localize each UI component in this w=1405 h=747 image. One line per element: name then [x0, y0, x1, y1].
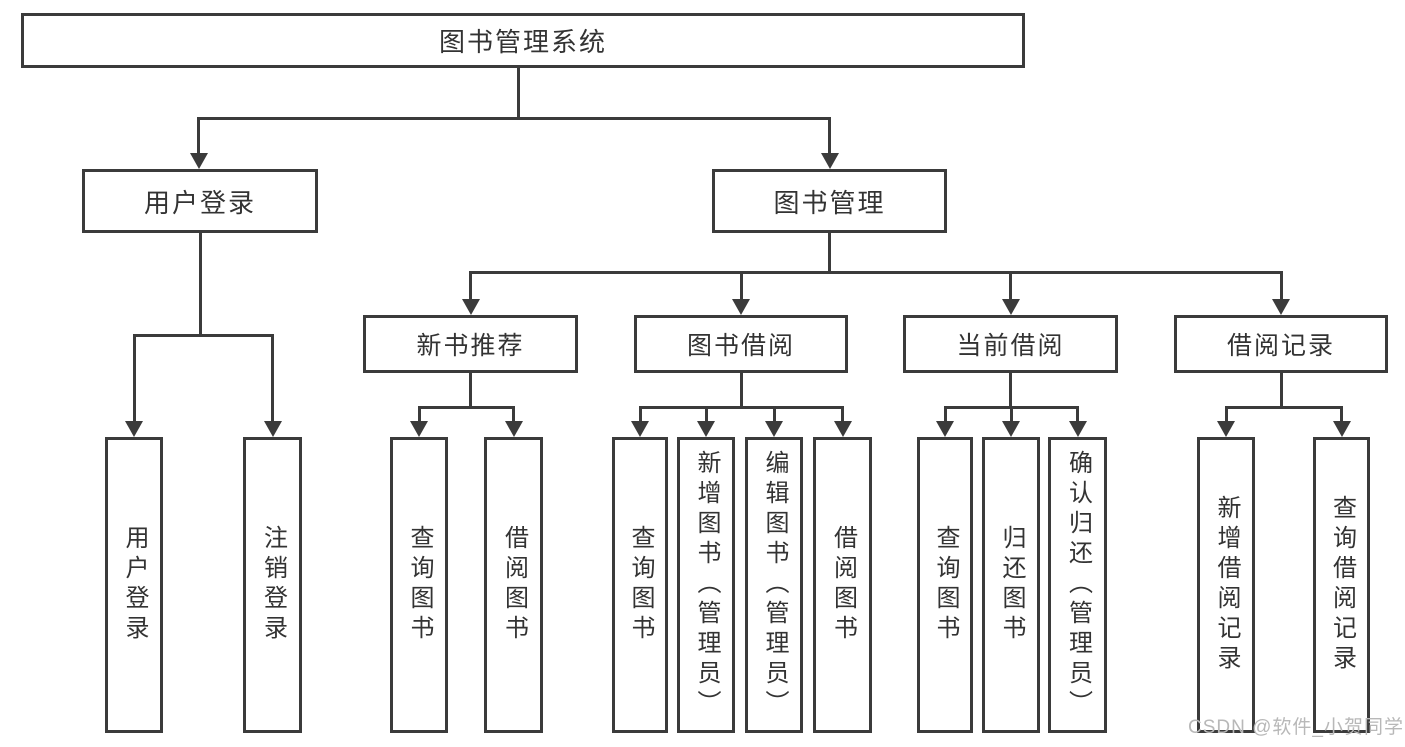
connector-line	[197, 117, 831, 120]
node-current-borrowing: 当前借阅	[903, 315, 1118, 373]
connector-line	[1224, 406, 1343, 409]
node-root-label: 图书管理系统	[438, 27, 607, 57]
connector-line	[1340, 406, 1343, 423]
leaf-query-books-1: 查询图书	[390, 437, 448, 733]
connector-line	[132, 334, 274, 337]
connector-line	[739, 271, 743, 301]
connector-line	[638, 406, 642, 423]
leaf-add-borrow-record: 新增借阅记录	[1197, 437, 1255, 733]
connector-line	[132, 334, 136, 423]
connector-line	[1009, 271, 1012, 301]
connector-line	[943, 406, 947, 423]
node-user-login: 用户登录	[82, 169, 318, 233]
connector-line	[638, 406, 844, 409]
arrowhead-icon	[833, 421, 852, 437]
connector-line	[828, 118, 831, 156]
leaf-return-books-label: 归还图书	[998, 525, 1025, 645]
leaf-borrow-books-1-label: 借阅图书	[500, 525, 528, 645]
arrowhead-icon	[697, 421, 715, 437]
leaf-add-books-admin-label: 新增图书（管理员）	[693, 450, 720, 720]
arrowhead-icon	[125, 421, 143, 437]
leaf-logout: 注销登录	[243, 437, 302, 733]
leaf-confirm-return-admin-label: 确认归还（管理员）	[1064, 450, 1092, 720]
node-user-login-label: 用户登录	[143, 187, 256, 218]
arrowhead-icon	[263, 421, 282, 437]
connector-line	[417, 406, 515, 409]
connector-line	[469, 271, 472, 301]
connector-line	[1224, 406, 1228, 423]
connector-line	[469, 373, 472, 409]
connector-line	[417, 406, 421, 423]
arrowhead-icon	[1002, 421, 1020, 437]
connector-line	[1279, 271, 1283, 301]
connector-line	[841, 406, 844, 423]
leaf-borrow-books-2-label: 借阅图书	[829, 525, 857, 645]
arrowhead-icon	[765, 421, 783, 437]
connector-line	[517, 68, 520, 118]
arrowhead-icon	[410, 421, 428, 437]
arrowhead-icon	[936, 421, 954, 437]
arrowhead-icon	[631, 421, 649, 437]
node-current-borrowing-label: 当前借阅	[956, 332, 1065, 360]
arrowhead-icon	[189, 153, 208, 169]
connector-line	[828, 233, 831, 274]
connector-line	[704, 406, 708, 423]
node-borrowing-records: 借阅记录	[1174, 315, 1388, 373]
leaf-user-login: 用户登录	[105, 437, 163, 733]
leaf-query-books-3-label: 查询图书	[932, 525, 959, 645]
leaf-borrow-books-1: 借阅图书	[484, 437, 543, 733]
node-root: 图书管理系统	[21, 13, 1025, 68]
node-book-management-label: 图书管理	[773, 187, 886, 218]
leaf-borrow-books-2: 借阅图书	[813, 437, 872, 733]
leaf-return-books: 归还图书	[982, 437, 1040, 733]
arrowhead-icon	[1001, 299, 1020, 315]
connector-line	[1009, 373, 1012, 409]
leaf-query-books-2-label: 查询图书	[627, 525, 654, 645]
connector-line	[197, 118, 200, 156]
leaf-query-borrow-record-label: 查询借阅记录	[1328, 495, 1356, 675]
node-book-management: 图书管理	[712, 169, 947, 233]
leaf-edit-books-admin: 编辑图书（管理员）	[745, 437, 803, 733]
connector-line	[1279, 373, 1283, 409]
leaf-query-borrow-record: 查询借阅记录	[1313, 437, 1370, 733]
leaf-query-books-3: 查询图书	[917, 437, 973, 733]
leaf-logout-label: 注销登录	[259, 525, 287, 645]
connector-line	[739, 373, 743, 409]
connector-line	[469, 271, 1282, 274]
arrowhead-icon	[1068, 421, 1087, 437]
leaf-add-borrow-record-label: 新增借阅记录	[1213, 495, 1240, 675]
arrowhead-icon	[1332, 421, 1351, 437]
node-new-book-recommend-label: 新书推荐	[416, 332, 525, 360]
leaf-query-books-2: 查询图书	[612, 437, 668, 733]
node-new-book-recommend: 新书推荐	[363, 315, 578, 373]
arrowhead-icon	[1272, 299, 1290, 315]
connector-line	[772, 406, 776, 423]
leaf-query-books-1-label: 查询图书	[406, 525, 433, 645]
arrowhead-icon	[732, 299, 750, 315]
leaf-user-login-label: 用户登录	[121, 525, 148, 645]
connector-line	[198, 233, 202, 336]
connector-line	[1009, 406, 1013, 423]
leaf-add-books-admin: 新增图书（管理员）	[677, 437, 735, 733]
connector-line	[1076, 406, 1079, 423]
connector-line	[271, 334, 274, 423]
node-book-borrowing-label: 图书借阅	[686, 332, 795, 360]
csdn-watermark: CSDN @软件_小贺同学	[1188, 717, 1404, 738]
arrowhead-icon	[1217, 421, 1235, 437]
leaf-edit-books-admin-label: 编辑图书（管理员）	[761, 450, 788, 720]
arrowhead-icon	[461, 299, 480, 315]
connector-line	[512, 406, 515, 423]
arrowhead-icon	[504, 421, 523, 437]
node-borrowing-records-label: 借阅记录	[1226, 332, 1335, 360]
arrowhead-icon	[820, 153, 839, 169]
node-book-borrowing: 图书借阅	[634, 315, 848, 373]
leaf-confirm-return-admin: 确认归还（管理员）	[1048, 437, 1107, 733]
